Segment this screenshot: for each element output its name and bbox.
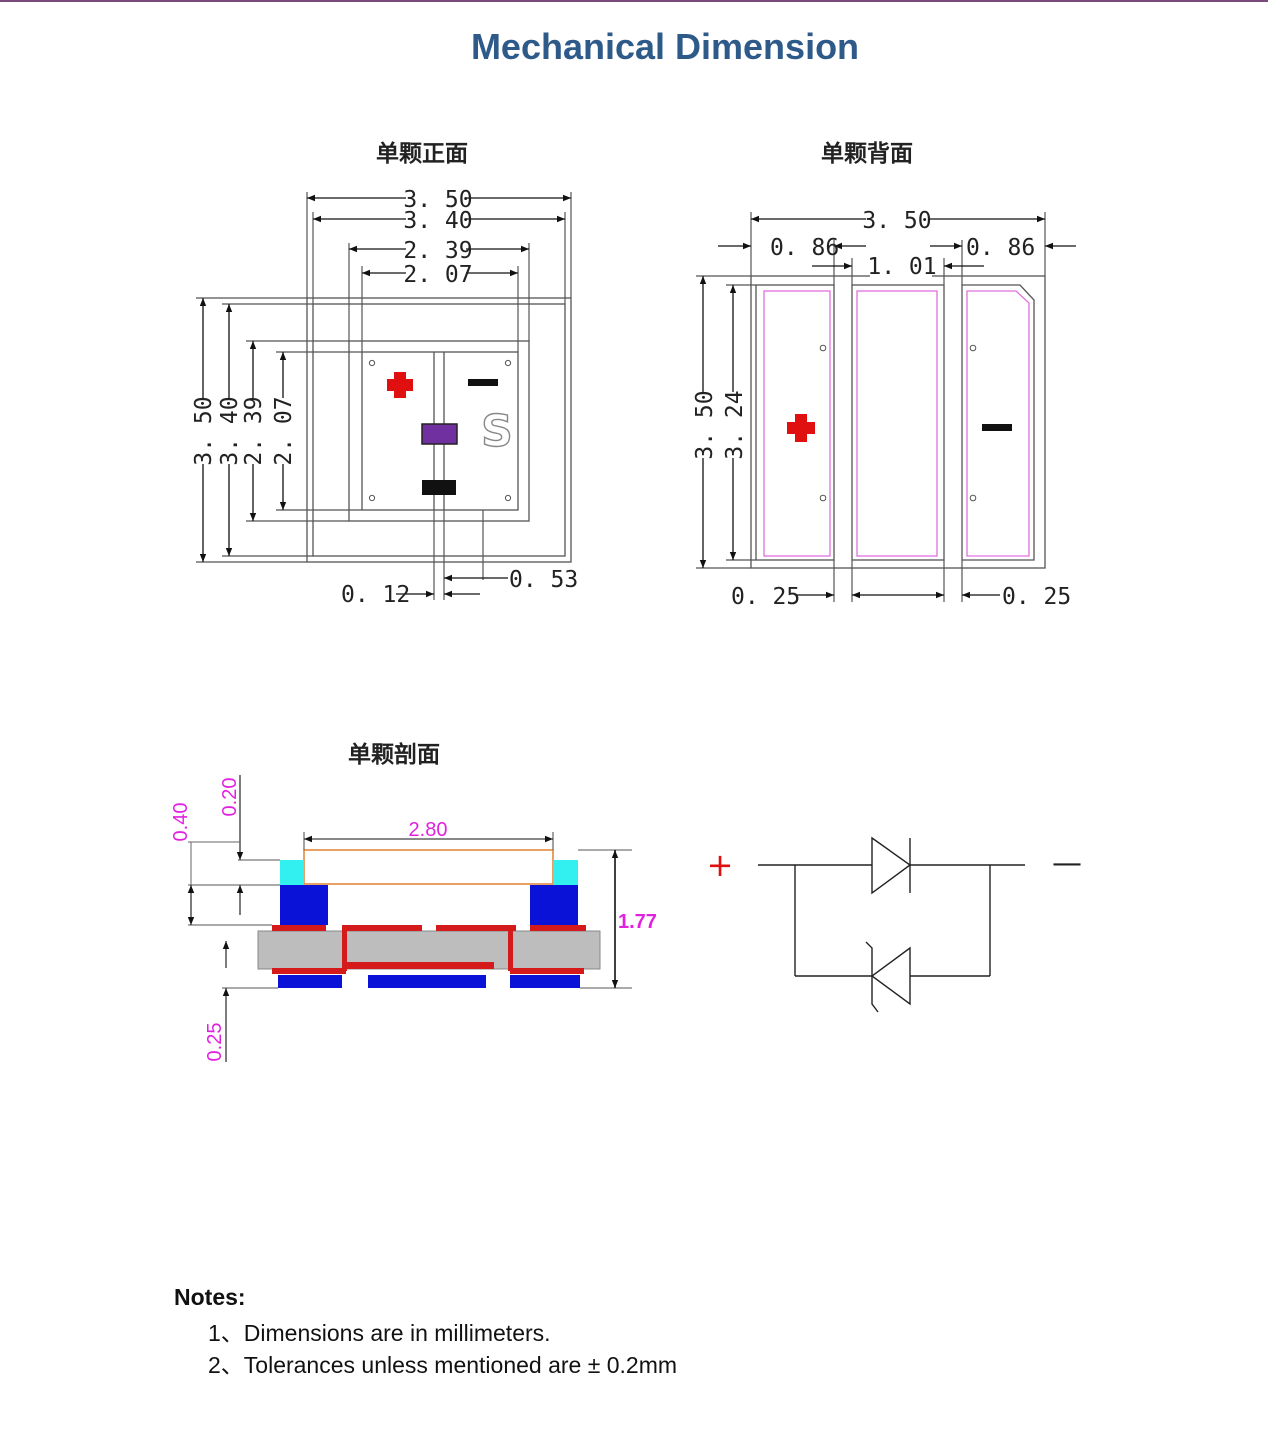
back-dim-right-086: 0. 86 <box>966 235 1035 261</box>
zener-diode-icon <box>865 941 911 1013</box>
front-dim-width-207: 2. 07 <box>403 262 472 288</box>
back-dim-right-025: 0. 25 <box>1002 584 1071 610</box>
section-dim-025: 0.25 <box>204 1023 226 1062</box>
circuit-schematic: + — <box>707 836 1082 1013</box>
cathode-minus-sign: — <box>1052 846 1082 881</box>
notes-heading: Notes: <box>174 1284 246 1310</box>
front-dim-height-350: 3. 50 <box>191 396 217 465</box>
front-dim-height-207: 2. 07 <box>271 396 297 465</box>
front-dim-width-239: 2. 39 <box>403 238 472 264</box>
front-view-caption: 单颗正面 <box>376 141 468 167</box>
anode-plus-sign: + <box>707 846 734 884</box>
section-caption: 单颗剖面 <box>348 741 440 768</box>
note-item: 1、Dimensions are in millimeters. <box>208 1320 551 1346</box>
diode-icon <box>871 836 912 895</box>
back-dim-left-025: 0. 25 <box>731 584 800 610</box>
minus-icon <box>468 379 498 386</box>
back-dim-height-324: 3. 24 <box>722 390 748 459</box>
plus-icon <box>387 372 413 398</box>
section-dim-020: 0.20 <box>219 778 241 817</box>
note-item: 2、Tolerances unless mentioned are ± 0.2m… <box>208 1352 678 1378</box>
back-view-caption: 单颗背面 <box>821 141 913 167</box>
front-dim-height-239: 2. 39 <box>241 396 267 465</box>
section-dim-280: 2.80 <box>409 819 448 841</box>
front-view: 单颗正面 <box>190 141 578 608</box>
front-dim-width-350: 3. 50 <box>403 187 472 213</box>
back-plus-icon <box>787 414 815 442</box>
back-dim-height-350: 3. 50 <box>692 390 718 459</box>
notes-section: Notes: 1、Dimensions are in millimeters. … <box>174 1284 677 1381</box>
front-dim-height-340: 3. 40 <box>217 396 243 465</box>
back-view: 单颗背面 <box>690 141 1076 610</box>
page-title: Mechanical Dimension <box>470 26 860 67</box>
section-dim-177: 1.77 <box>618 911 657 933</box>
s-logo-mark: S <box>481 406 513 457</box>
back-dim-middle-101: 1. 01 <box>867 254 936 280</box>
front-dim-gap-012: 0. 12 <box>341 582 410 608</box>
back-dim-width-350: 3. 50 <box>862 208 931 234</box>
front-dim-width-340: 3. 40 <box>403 208 472 234</box>
back-minus-icon <box>982 424 1012 431</box>
section-dim-040: 0.40 <box>170 803 192 842</box>
chip-die <box>421 423 458 445</box>
front-dim-gap-053: 0. 53 <box>509 567 578 593</box>
back-dim-left-086: 0. 86 <box>770 235 839 261</box>
bond-pad <box>422 480 456 495</box>
lens-cover <box>303 849 554 885</box>
cross-section-view: 单颗剖面 <box>170 741 657 1062</box>
top-rule <box>0 0 1268 2</box>
